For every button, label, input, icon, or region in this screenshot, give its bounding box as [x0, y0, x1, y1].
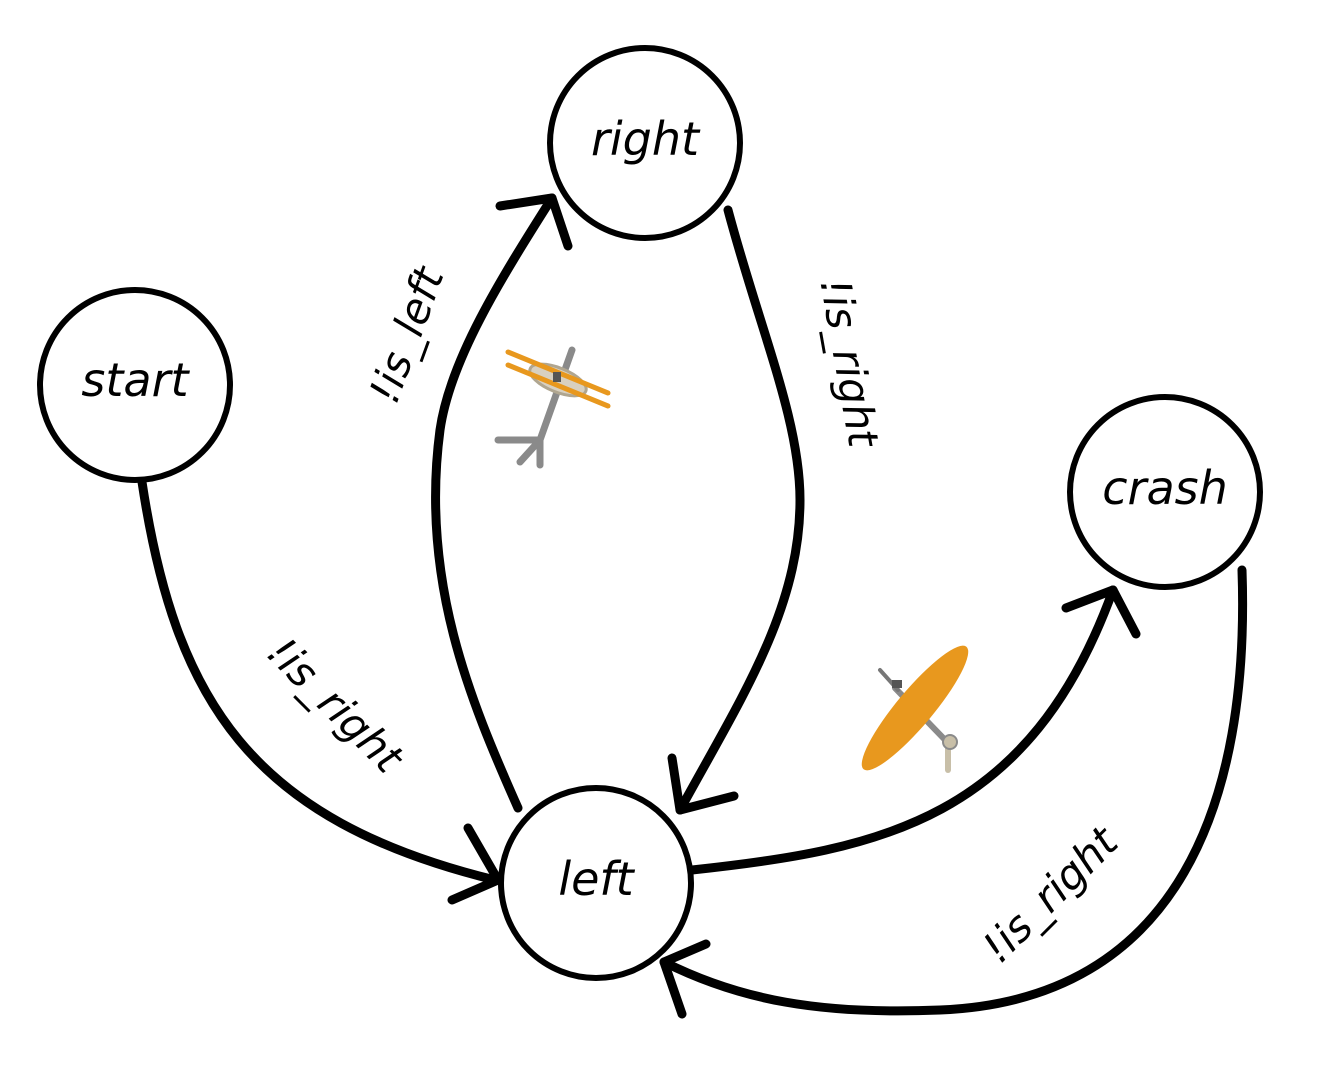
edge-left-to-right — [430, 193, 573, 813]
edge-crash-to-left — [659, 565, 1248, 1019]
edge-label-left-to-right: !is_left — [359, 259, 454, 409]
state-crash-label: crash — [1102, 461, 1228, 515]
hi-hat-cymbal-icon — [494, 346, 611, 469]
edge-right-to-left — [667, 205, 805, 815]
state-left: left — [498, 785, 694, 981]
edge-left-to-crash — [687, 585, 1141, 875]
state-right-label: right — [591, 112, 701, 166]
state-start-label: start — [81, 353, 190, 407]
edge-label-crash-to-left: !is_right — [972, 816, 1128, 972]
state-left-label: left — [558, 852, 635, 906]
crash-cymbal-icon — [861, 645, 969, 773]
edge-label-right-to-left: !is_right — [810, 274, 888, 452]
state-crash: crash — [1067, 394, 1263, 590]
state-start: start — [37, 287, 233, 483]
state-right: right — [547, 45, 743, 241]
edge-start-to-left — [137, 477, 503, 905]
edge-label-start-to-left: !is_right — [258, 627, 414, 783]
